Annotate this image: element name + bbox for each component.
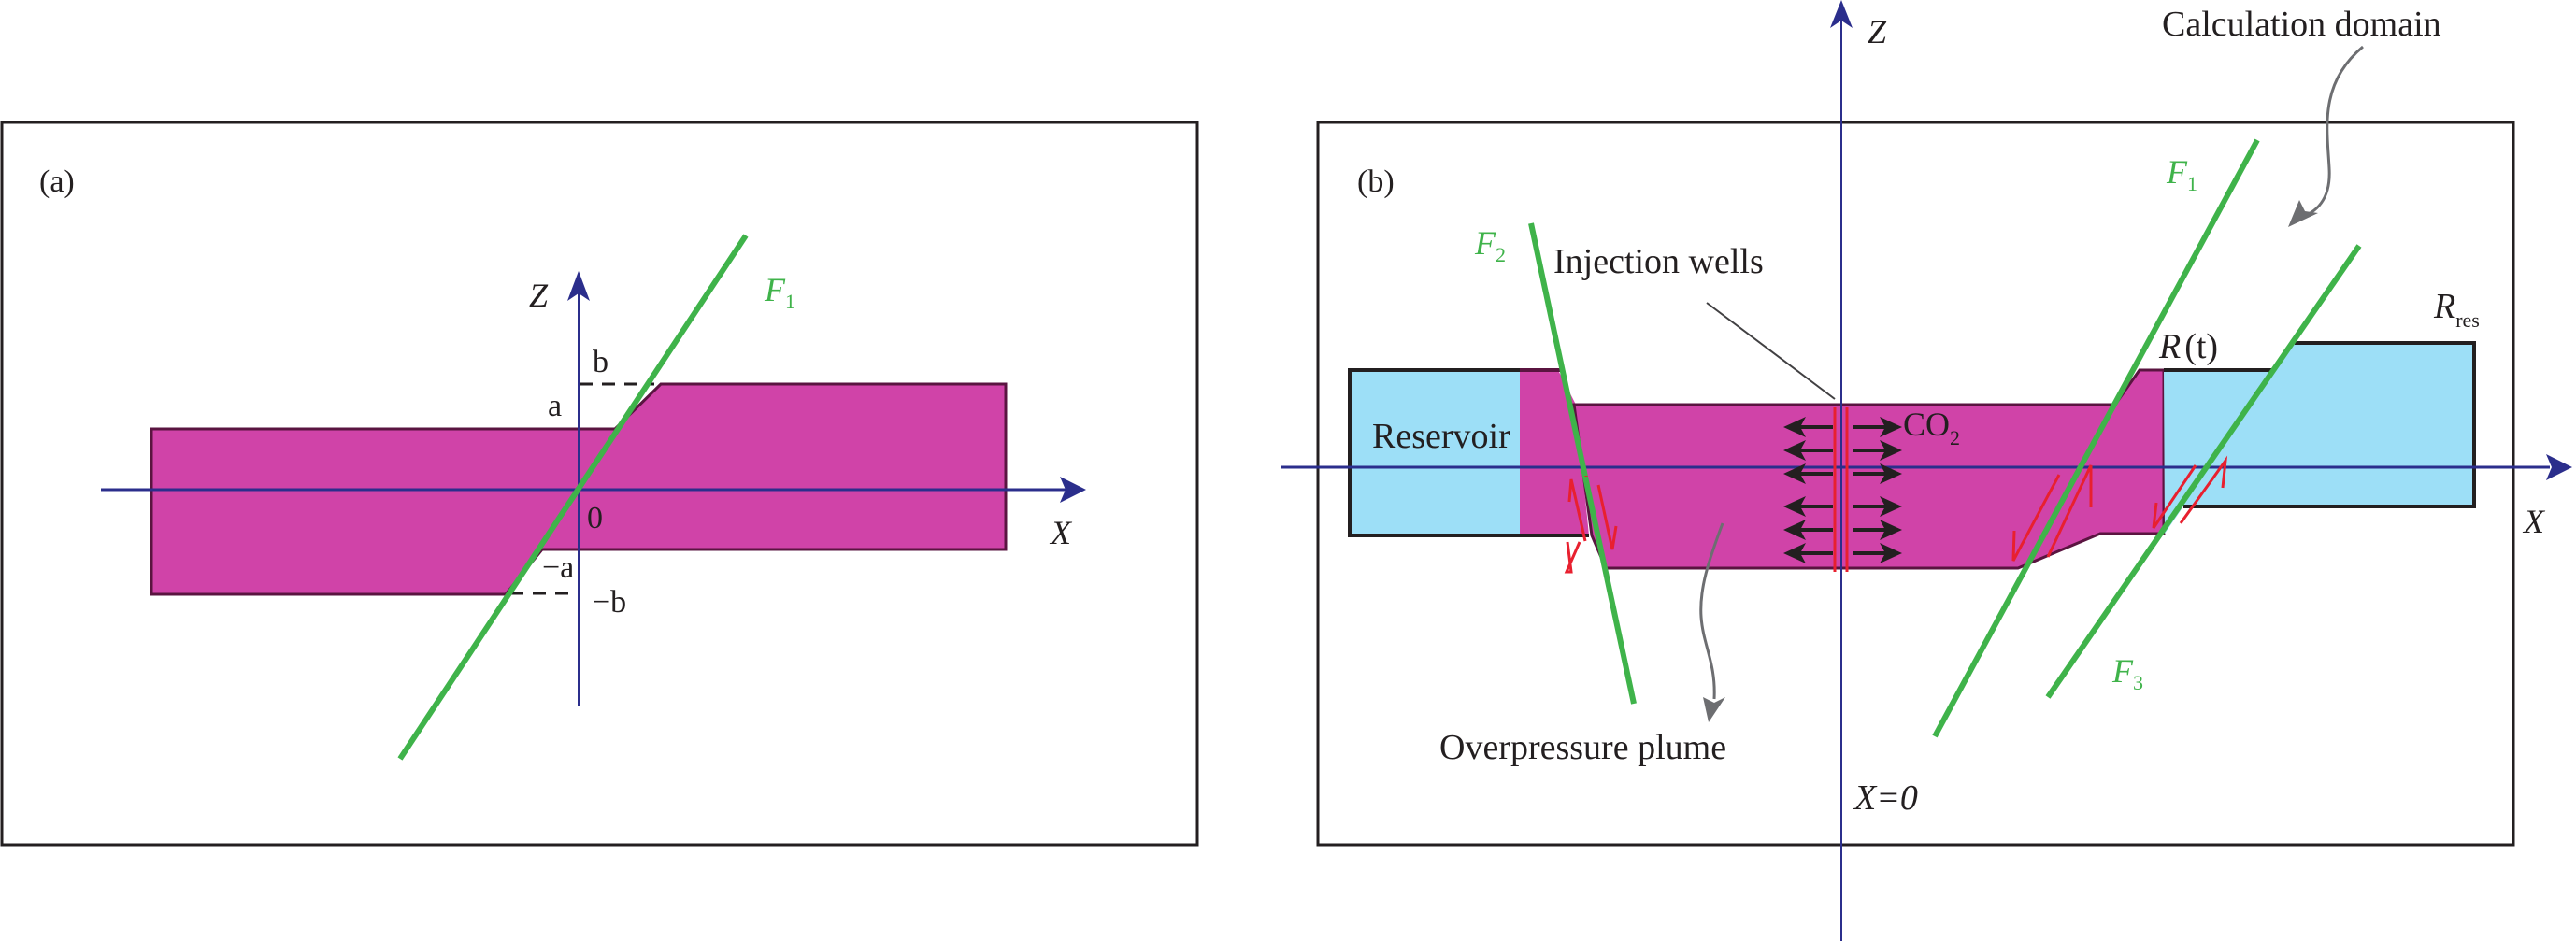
panel-b-fault-f1-label: F1 — [2166, 153, 2197, 195]
panel-b-x-zero-label: X=0 — [1853, 778, 1918, 818]
slip-arrows-f1 — [2011, 464, 2093, 562]
panel-b-fault-f3-label: F3 — [2111, 652, 2143, 694]
panel-b-far-right-edge — [2183, 341, 2476, 508]
panel-a-origin: 0 — [587, 501, 603, 535]
panel-b-fault-f2 — [1528, 222, 1637, 705]
panel-a-tick-neg-a: −a — [542, 550, 574, 585]
slip-down-arrow-icon — [1596, 484, 1618, 550]
reservoir-label: Reservoir — [1372, 417, 1510, 456]
panel-a-z-label: Z — [529, 277, 549, 314]
slip-down-arrow-icon — [2152, 464, 2197, 529]
r-t-label: R(t) — [2158, 327, 2218, 366]
slip-arrows-f2 — [1564, 476, 1618, 574]
co2-arrow-right-icon — [1880, 520, 1902, 540]
slip-up-arrow-icon — [2179, 455, 2228, 524]
panel-b-z-arrowhead-icon — [1830, 0, 1853, 28]
panel-a-fault-f1 — [397, 234, 749, 761]
co2-arrow-right-icon — [1880, 463, 1902, 484]
calculation-domain-arrowhead-icon — [2288, 200, 2318, 227]
co2-arrow-right-icon — [1880, 417, 1902, 437]
panel-a-tick-a: a — [548, 389, 562, 423]
co2-arrow-left-icon — [1783, 543, 1806, 563]
panel-b-z-label: Z — [1868, 13, 1887, 50]
panel-a-fault-f1-label: F1 — [764, 271, 795, 313]
r-res-label: Rres — [2433, 287, 2480, 332]
panel-a-x-arrowhead-icon — [1060, 477, 1086, 503]
injection-wells-label: Injection wells — [1553, 242, 1764, 281]
co2-arrow-right-icon — [1880, 440, 1902, 461]
slip-arrow-icon — [1564, 541, 1581, 574]
panel-b-right-reservoir — [2164, 343, 2474, 534]
panel-a-frame — [0, 121, 1199, 847]
calculation-domain-label: Calculation domain — [2162, 5, 2441, 44]
overpressure-plume-pointer — [1699, 522, 1724, 700]
slip-down-arrow-icon — [2011, 474, 2061, 562]
panel-b-x-label: X — [2522, 503, 2546, 540]
co2-flow-arrows — [1783, 417, 1902, 563]
injection-wells-leader — [1706, 302, 1836, 400]
panel-a-x-label: X — [1049, 514, 1073, 551]
co2-arrow-right-icon — [1880, 496, 1902, 517]
calculation-domain-pointer — [2297, 45, 2364, 221]
panel-a-tick-b: b — [593, 345, 608, 379]
overpressure-plume-arrowhead-icon — [1703, 697, 1725, 722]
panel-b-label: (b) — [1357, 164, 1395, 199]
panel-a: (a) X Z b a 0 −a −b F1 — [0, 121, 1199, 847]
slip-arrows-f3 — [2152, 455, 2228, 529]
panel-a-z-arrowhead-icon — [567, 271, 590, 301]
co2-arrow-left-icon — [1783, 440, 1806, 461]
co2-arrow-left-icon — [1783, 417, 1806, 437]
panel-b-left-reservoir — [1348, 368, 1529, 537]
panel-b-fault-f2-label: F2 — [1474, 224, 1506, 266]
co2-arrow-left-icon — [1783, 496, 1806, 517]
slip-up-arrow-icon — [2046, 464, 2093, 558]
co2-arrow-left-icon — [1783, 520, 1806, 540]
panel-b-fault-f1 — [1932, 138, 2260, 738]
panel-b-frame — [1316, 121, 2515, 847]
panel-b-center-plume — [1572, 368, 2166, 570]
slip-up-arrow-icon — [1567, 478, 1587, 542]
panel-a-label: (a) — [39, 164, 75, 199]
panel-b: (b) X Z X=0 CO2 Injection wells Reser — [1281, 0, 2572, 941]
co2-arrow-right-icon — [1880, 543, 1902, 563]
panel-b-x-arrowhead-icon — [2546, 454, 2572, 480]
co2-arrow-left-icon — [1783, 463, 1806, 484]
panel-a-tick-neg-b: −b — [593, 585, 626, 620]
panel-b-fault-f3 — [2045, 244, 2362, 699]
overpressure-plume-label: Overpressure plume — [1439, 728, 1726, 767]
co2-label: CO2 — [1903, 406, 1960, 449]
